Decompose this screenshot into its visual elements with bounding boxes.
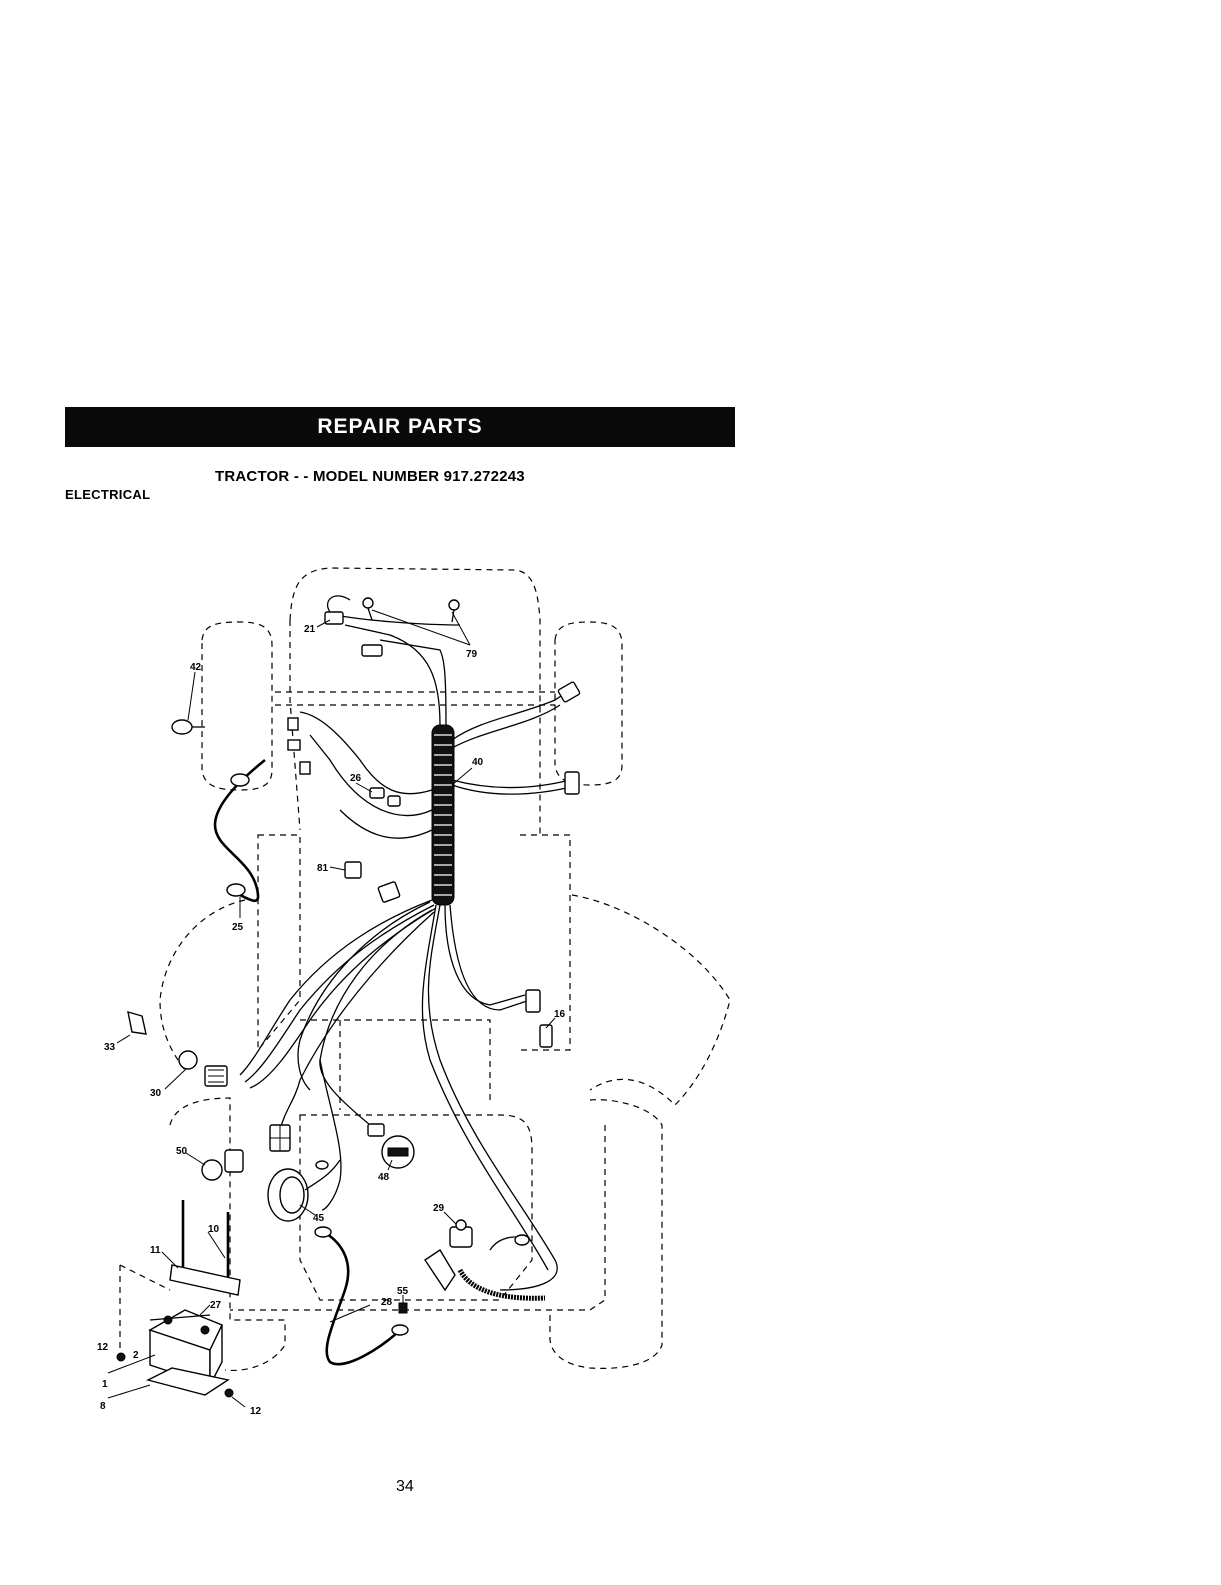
callout-30: 30 xyxy=(150,1088,162,1099)
rear-body xyxy=(300,1115,532,1300)
callout-29: 29 xyxy=(433,1203,445,1214)
plug-block xyxy=(270,1124,384,1151)
page-number: 34 xyxy=(396,1478,414,1496)
part-79-bulbs xyxy=(362,598,459,656)
callout-25: 25 xyxy=(232,922,244,933)
part-12-screw-left xyxy=(117,1353,125,1361)
callout-12-right: 12 xyxy=(250,1406,262,1417)
part-55-bolt xyxy=(399,1303,407,1313)
callout-27: 27 xyxy=(210,1300,222,1311)
callout-12-left: 12 xyxy=(97,1342,109,1353)
callout-42: 42 xyxy=(190,662,202,673)
part-42-ground-strap xyxy=(172,720,205,734)
right-headlight-connectors xyxy=(558,681,581,794)
battery-assembly xyxy=(117,1200,240,1397)
callout-55: 55 xyxy=(397,1286,409,1297)
callout-2: 2 xyxy=(133,1350,139,1361)
callout-10: 10 xyxy=(208,1224,220,1235)
callout-48: 48 xyxy=(378,1172,390,1183)
deck-right xyxy=(572,895,730,1105)
callout-40: 40 xyxy=(472,757,484,768)
callout-8: 8 xyxy=(100,1401,106,1412)
callout-79: 79 xyxy=(466,649,478,660)
callout-50: 50 xyxy=(176,1146,188,1157)
part-28-battery-cable xyxy=(315,1227,408,1364)
part-16-switch xyxy=(526,990,552,1047)
callout-11: 11 xyxy=(150,1245,161,1256)
part-12-screw-right xyxy=(225,1389,233,1397)
front-left-tire xyxy=(202,622,272,790)
part-29-solenoid xyxy=(450,1220,472,1247)
part-50-light-switch xyxy=(202,1150,243,1180)
callout-26: 26 xyxy=(350,773,362,784)
part-48-hour-meter xyxy=(382,1136,414,1168)
front-axle xyxy=(275,692,555,705)
callout-81: 81 xyxy=(317,863,329,874)
callout-16: 16 xyxy=(554,1009,566,1020)
callout-1: 1 xyxy=(102,1379,108,1390)
part-33-bracket xyxy=(128,1012,146,1034)
part-81-relay xyxy=(345,862,400,903)
callout-28: 28 xyxy=(381,1297,393,1308)
callout-33: 33 xyxy=(104,1042,116,1053)
part-45-ammeter xyxy=(268,1160,340,1221)
part-30-ignition-switch xyxy=(179,1051,227,1086)
part-21-headlight-socket xyxy=(325,596,350,624)
left-connectors xyxy=(288,718,310,774)
rear-right-tire xyxy=(550,1100,662,1369)
callout-21: 21 xyxy=(304,624,316,635)
part-26-connector xyxy=(370,788,400,806)
front-right-tire xyxy=(555,622,622,785)
callout-45: 45 xyxy=(313,1213,325,1224)
